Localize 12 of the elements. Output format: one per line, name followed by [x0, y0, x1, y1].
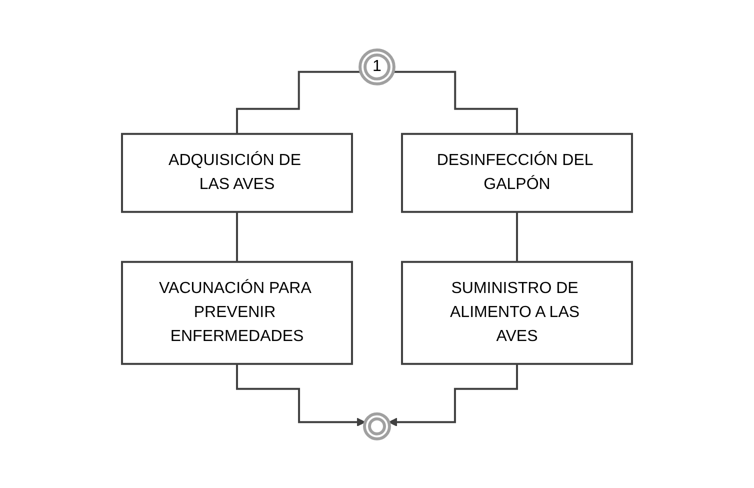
- node-ellipse: [363, 412, 391, 440]
- connector: [516, 210, 518, 262]
- node-box: SUMINISTRO DE ALIMENTO A LAS AVES: [401, 260, 633, 364]
- connector: [236, 210, 238, 262]
- connector: [393, 70, 518, 134]
- node-circle: 1: [358, 48, 396, 85]
- arrow: [388, 362, 518, 426]
- node-box: VACUNACIÓN PARA PREVENIR ENFERMEDADES: [121, 260, 353, 364]
- arrow: [236, 362, 366, 426]
- connector: [236, 70, 361, 134]
- node-box: ADQUISICIÓN DE LAS AVES: [121, 132, 353, 212]
- node-box: DESINFECCIÓN DEL GALPÓN: [401, 132, 633, 212]
